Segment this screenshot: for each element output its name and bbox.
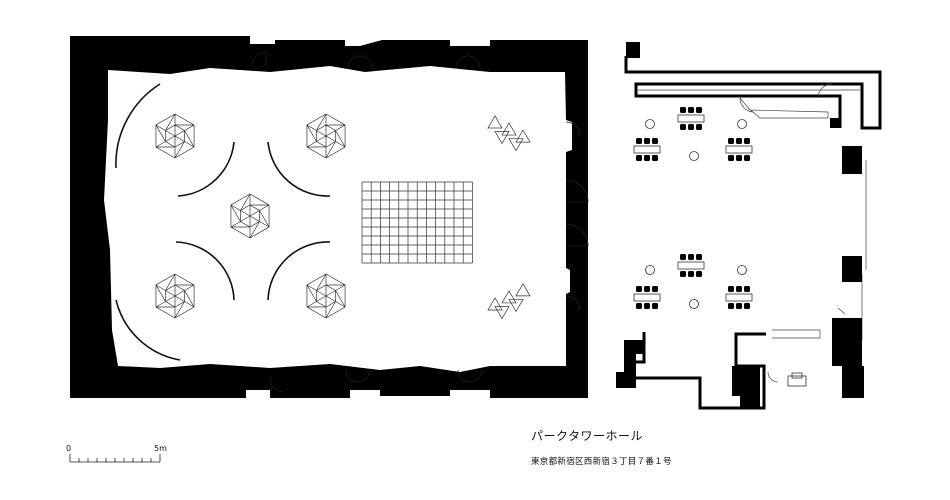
chair [680, 124, 686, 130]
chair [696, 254, 702, 260]
triangle-strip [487, 283, 531, 320]
chair [728, 286, 734, 292]
chair [644, 138, 650, 144]
stage-grid [361, 181, 473, 264]
right-hall [616, 42, 882, 410]
chair [696, 124, 702, 130]
venue-address: 東京都新宿区西新宿３丁目７番１号 [531, 457, 672, 467]
main-hall-walls [70, 36, 588, 398]
chair [680, 271, 686, 277]
chair [728, 303, 734, 309]
scale-start-label: 0 [66, 444, 72, 453]
chair [652, 155, 658, 161]
round-stool [645, 265, 655, 275]
table [677, 261, 705, 270]
main-hall [70, 36, 589, 398]
right-hall-pillar [830, 118, 840, 128]
chair [636, 155, 642, 161]
column-2 [842, 256, 862, 282]
hexagon-table [306, 273, 346, 319]
chair [636, 303, 642, 309]
chair [744, 138, 750, 144]
chair [736, 155, 742, 161]
hexagon-table [155, 273, 195, 319]
chair [696, 271, 702, 277]
right-hall-fixture [787, 375, 807, 387]
venue-title: パークタワーホール [531, 429, 644, 443]
hexagon-table [306, 113, 346, 159]
chair [652, 138, 658, 144]
triangle-strips [487, 115, 531, 320]
right-hall-corridor [624, 56, 882, 130]
chair [636, 138, 642, 144]
furniture [633, 107, 753, 309]
column-4 [842, 366, 864, 398]
chair [744, 286, 750, 292]
column-1 [842, 146, 862, 174]
chair [688, 107, 694, 113]
right-doors [565, 121, 589, 311]
table [725, 145, 753, 154]
hexagon-tables [155, 113, 346, 319]
hexagon-table [230, 193, 270, 239]
round-stool [737, 265, 747, 275]
chair [644, 286, 650, 292]
right-hall-service-walls [616, 340, 760, 408]
triangle-strip [487, 115, 531, 152]
chair [696, 107, 702, 113]
right-hall-thin-walls [636, 89, 867, 340]
chair [688, 254, 694, 260]
chair [652, 303, 658, 309]
right-hall-corner-block [626, 42, 640, 58]
table [633, 145, 661, 154]
bottom-doors [269, 369, 483, 393]
round-stool [689, 151, 699, 161]
stage-grid-lines [361, 181, 473, 264]
chair [644, 303, 650, 309]
chair [688, 124, 694, 130]
right-hall-fixture-inner [791, 372, 803, 379]
chair [680, 254, 686, 260]
chair [728, 138, 734, 144]
column-3 [832, 318, 862, 366]
chair [636, 286, 642, 292]
scale-bar [69, 454, 161, 463]
top-doors [251, 51, 481, 69]
chair [652, 286, 658, 292]
chair [644, 155, 650, 161]
table [633, 293, 661, 302]
chair [688, 271, 694, 277]
chair [744, 303, 750, 309]
chair [744, 155, 750, 161]
round-stool [645, 119, 655, 129]
chair [736, 286, 742, 292]
chair [736, 138, 742, 144]
right-hall-doors [739, 83, 833, 383]
table [677, 114, 705, 123]
curved-partitions [115, 83, 331, 361]
round-stool [737, 119, 747, 129]
scale-end-label: 5m [154, 444, 167, 453]
chair [728, 155, 734, 161]
chair [680, 107, 686, 113]
table [725, 293, 753, 302]
hexagon-table [155, 113, 195, 159]
chair [736, 303, 742, 309]
round-stool [689, 299, 699, 309]
